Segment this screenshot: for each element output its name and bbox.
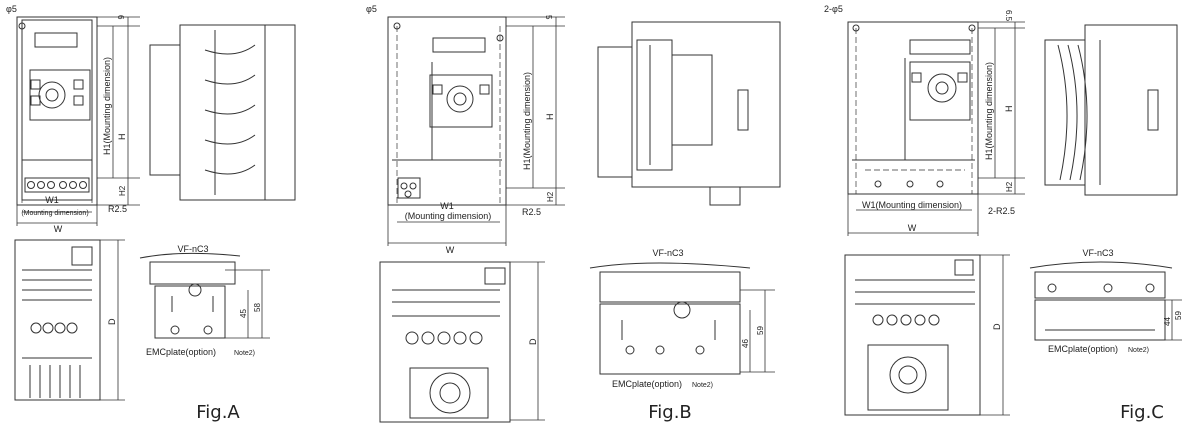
fig-b-emc-model: VF-nC3 xyxy=(652,248,683,258)
fig-c-caption: Fig.C xyxy=(1120,402,1164,423)
fig-b-dimensions xyxy=(387,16,565,246)
fig-b-front-view xyxy=(387,16,507,206)
fig-a-caption: Fig.A xyxy=(196,402,240,423)
fig-a-h1-label: H1(Mounting dimension) xyxy=(102,57,112,155)
fig-c-h2-label: H2 xyxy=(1005,181,1014,192)
fig-b-caption: Fig.B xyxy=(648,402,692,423)
fig-a-w1-sub: (Mounting dimension) xyxy=(21,210,88,217)
fig-b-w1-sub: (Mounting dimension) xyxy=(405,211,492,221)
fig-b-top-dim: 5 xyxy=(544,15,553,20)
fig-b-hole-label: φ5 xyxy=(366,4,377,14)
fig-c-emc-note: Note2) xyxy=(1128,347,1149,354)
fig-c-hole-label: 2-φ5 xyxy=(824,4,843,14)
fig-a-emc-label: EMCplate(option) xyxy=(146,347,216,357)
fig-b-emc-dim-b: 59 xyxy=(756,326,765,335)
fig-c-emc-dim-b: 59 xyxy=(1174,311,1182,320)
fig-a-emc-plate xyxy=(139,252,270,339)
fig-b-w-label: W xyxy=(446,245,455,255)
fig-c-w-label: W xyxy=(908,223,917,233)
fig-c xyxy=(844,21,1182,416)
fig-a-dimensions xyxy=(16,16,140,226)
fig-b-h-label: H xyxy=(545,114,555,121)
fig-b xyxy=(379,16,781,423)
fig-a-w1-label: W1 xyxy=(45,195,59,205)
fig-a-top-dim: 6 xyxy=(116,15,125,20)
fig-c-h-label: H xyxy=(1004,106,1014,113)
fig-c-emc-model: VF-nC3 xyxy=(1082,248,1113,258)
fig-b-emc-dim-a: 46 xyxy=(741,339,750,348)
fig-a-d-label: D xyxy=(107,318,117,325)
fig-c-w1-label: W1(Mounting dimension) xyxy=(862,200,962,210)
fig-a-h-label: H xyxy=(117,134,127,141)
fig-a-front-view xyxy=(16,16,98,206)
fig-a-h2-label: H2 xyxy=(118,185,127,196)
fig-b-bottom-view xyxy=(379,261,545,423)
fig-c-front-view xyxy=(847,21,979,195)
fig-b-w1-label: W1 xyxy=(440,201,454,211)
fig-a-bottom-view xyxy=(14,239,125,401)
fig-c-radius: 2-R2.5 xyxy=(988,206,1015,216)
fig-c-bottom-view xyxy=(844,254,1010,416)
fig-a-w-label: W xyxy=(54,224,63,234)
fig-a xyxy=(14,16,296,401)
fig-a-emc-dim-a: 45 xyxy=(239,309,248,318)
fig-b-emc-label: EMCplate(option) xyxy=(612,379,682,389)
fig-a-emc-model: VF-nC3 xyxy=(177,244,208,254)
fig-b-radius: R2.5 xyxy=(522,207,541,217)
fig-b-emc-note: Note2) xyxy=(692,382,713,389)
fig-c-d-label: D xyxy=(992,323,1002,330)
fig-c-dimensions xyxy=(847,21,1025,236)
fig-a-side-view xyxy=(149,24,296,201)
fig-b-d-label: D xyxy=(528,338,538,345)
fig-a-emc-note: Note2) xyxy=(234,350,255,357)
fig-b-h2-label: H2 xyxy=(546,191,555,202)
fig-b-h1-label: H1(Mounting dimension) xyxy=(522,72,532,170)
fig-b-side-view xyxy=(597,21,781,206)
fig-c-emc-label: EMCplate(option) xyxy=(1048,344,1118,354)
fig-a-radius: R2.5 xyxy=(108,204,127,214)
fig-c-emc-dim-a: 44 xyxy=(1163,317,1172,326)
fig-c-side-view xyxy=(1044,24,1178,196)
fig-a-hole-label: φ5 xyxy=(6,4,17,14)
fig-b-emc-plate xyxy=(589,262,775,375)
fig-c-emc-plate xyxy=(1029,261,1182,341)
fig-c-h1-label: H1(Mounting dimension) xyxy=(984,62,994,160)
fig-c-top-dim: 6.5 xyxy=(1004,10,1013,22)
fig-a-emc-dim-b: 58 xyxy=(253,303,262,312)
